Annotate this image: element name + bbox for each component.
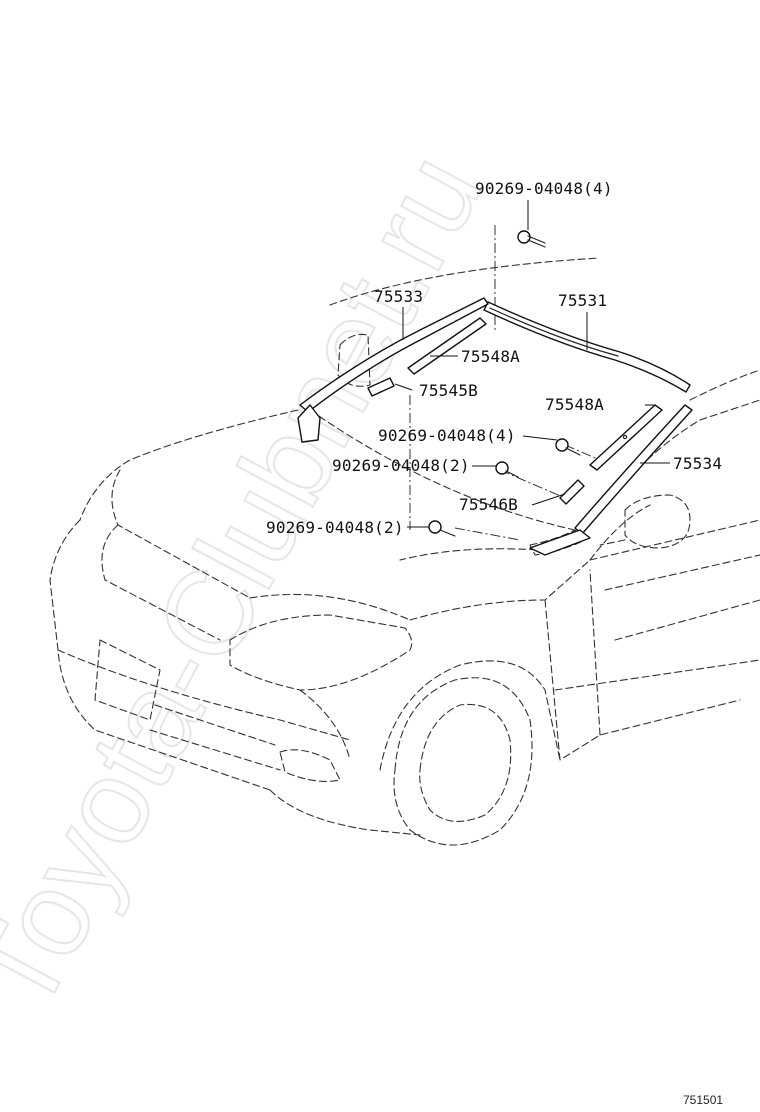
figure-number: 751501 xyxy=(683,1093,723,1107)
label-mold-roof: 75531 xyxy=(558,291,607,310)
label-clip-top: 90269-04048(4) xyxy=(475,179,613,198)
clip-bottom xyxy=(428,520,456,537)
retainer-left-75548A xyxy=(407,317,487,375)
leader-lines xyxy=(394,200,670,528)
label-stopper-right: 75546B xyxy=(459,495,518,514)
label-clip-bottom: 90269-04048(2) xyxy=(266,518,404,537)
outside-moulding-left-75533 xyxy=(297,297,489,443)
stopper-right-75546B xyxy=(559,479,585,505)
car-body-outline xyxy=(49,225,760,846)
label-mold-outside-right: 75534 xyxy=(673,454,722,473)
stopper-left-75545B xyxy=(367,377,395,397)
outside-moulding-right-75534 xyxy=(529,404,693,556)
label-mold-outside-left: 75533 xyxy=(374,287,423,306)
label-clip-lower: 90269-04048(2) xyxy=(332,456,470,475)
clip-middle xyxy=(555,438,581,456)
label-retainer-right: 75548A xyxy=(545,395,604,414)
label-retainer-left: 75548A xyxy=(461,347,520,366)
retainer-right-75548A xyxy=(589,404,663,471)
clip-lower xyxy=(495,461,519,478)
watermark: Toyota-Clubnet.ru xyxy=(0,133,508,1032)
clip-top xyxy=(517,230,546,248)
label-clip-middle: 90269-04048(4) xyxy=(378,426,516,445)
label-stopper-left: 75545B xyxy=(419,381,478,400)
